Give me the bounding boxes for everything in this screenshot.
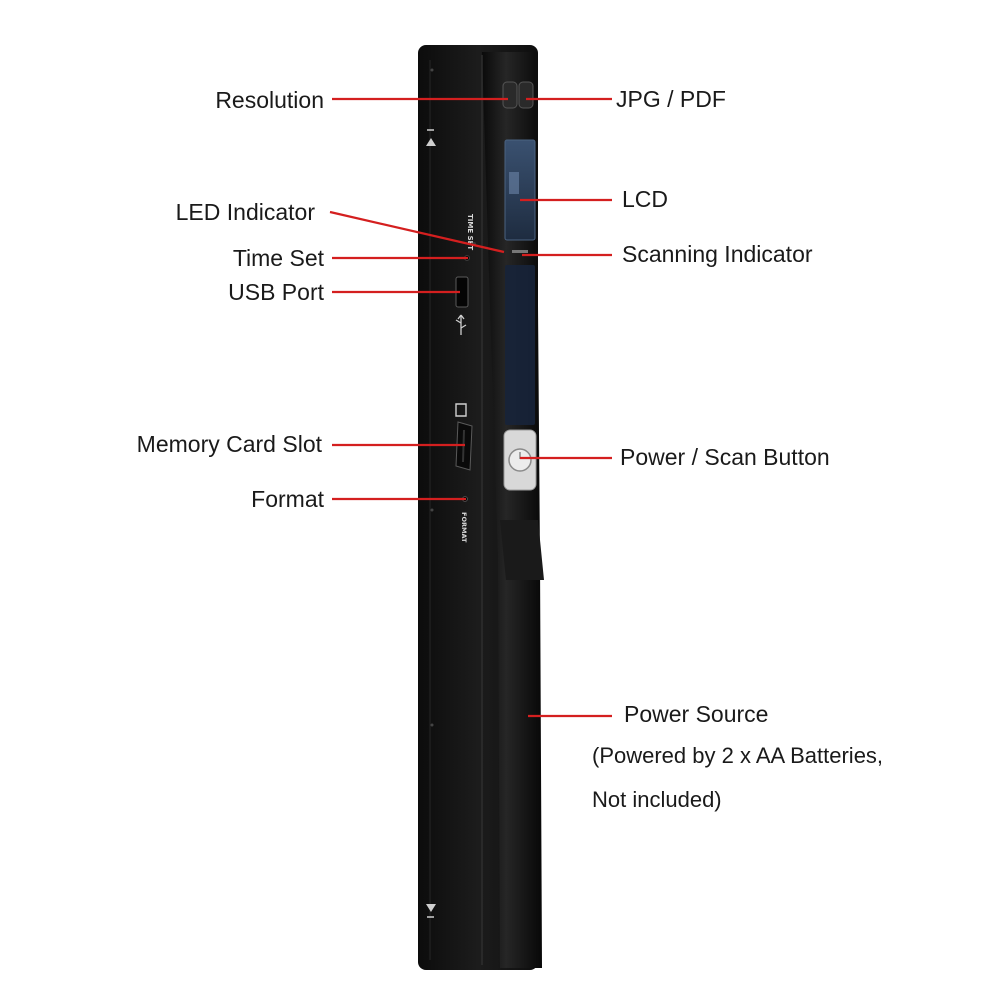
resolution-button[interactable] — [502, 81, 518, 109]
sd-card-icon — [455, 403, 467, 417]
jpg-pdf-button[interactable] — [518, 81, 534, 109]
format-marking: FORMAT — [460, 512, 468, 543]
display-strip — [505, 265, 535, 425]
time-set-marking: TIME SET — [466, 214, 474, 250]
lcd-screen — [504, 139, 536, 241]
label-usb-port: USB Port — [228, 279, 324, 305]
leader-led-indicator — [329, 210, 505, 254]
arrow-up-icon — [426, 129, 436, 146]
label-power-source: Power Source — [624, 701, 769, 727]
scanner-handle-edge — [500, 520, 544, 580]
label-time-set: Time Set — [232, 245, 324, 271]
leader-lines — [329, 97, 612, 718]
label-power-scan-button: Power / Scan Button — [620, 444, 830, 470]
scanning-indicator-led — [512, 250, 528, 253]
label-power-source-note-1: (Powered by 2 x AA Batteries, — [592, 743, 884, 768]
label-scanning-indicator: Scanning Indicator — [622, 241, 813, 267]
label-led-indicator: LED Indicator — [175, 199, 315, 225]
label-lcd: LCD — [622, 186, 669, 212]
label-memory-card-slot: Memory Card Slot — [136, 431, 322, 457]
power-icon — [508, 448, 532, 472]
label-format: Format — [251, 486, 324, 512]
label-power-source-note-2: Not included) — [592, 787, 722, 812]
usb-icon — [455, 314, 467, 335]
arrow-down-icon — [426, 904, 436, 918]
label-jpg-pdf: JPG / PDF — [616, 86, 726, 112]
label-resolution: Resolution — [215, 87, 324, 113]
